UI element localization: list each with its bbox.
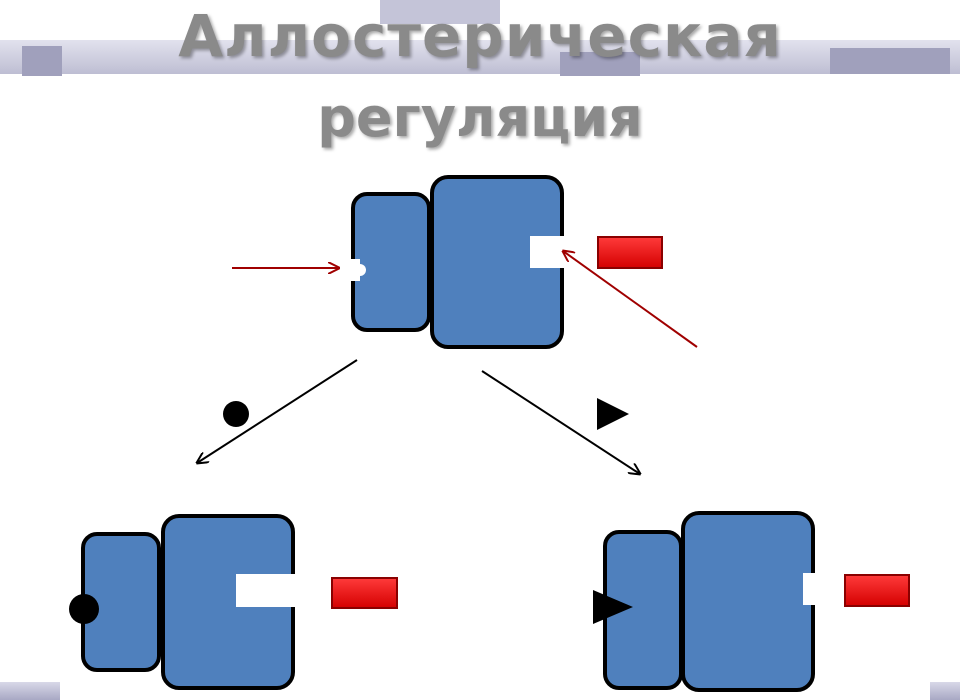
inhibition-arrow [481, 370, 640, 474]
enzyme-inhibited-catalytic-subunit [681, 511, 815, 692]
title-line-2: регуляция [317, 86, 643, 149]
substrate-bottom-right [844, 574, 910, 607]
substrate-top [597, 236, 663, 269]
activator-circle-icon [223, 401, 249, 427]
bound-inhibitor-triangle-icon [593, 590, 633, 624]
inhibitor-triangle-icon [597, 398, 629, 430]
enzyme-inhibited-active-site [803, 573, 823, 605]
active-site-pointer-arrow [563, 251, 698, 348]
enzyme-top-regulatory-subunit [351, 192, 431, 332]
enzyme-activated [69, 514, 298, 690]
substrate-bottom-left [331, 577, 398, 609]
enzyme-activated-active-site [236, 574, 298, 607]
bound-activator-circle-icon [69, 594, 99, 624]
title-line-1: Аллостерическая [178, 2, 782, 70]
activation-arrow [197, 359, 358, 463]
enzyme-top [348, 175, 570, 349]
enzyme-inhibited [593, 511, 823, 692]
